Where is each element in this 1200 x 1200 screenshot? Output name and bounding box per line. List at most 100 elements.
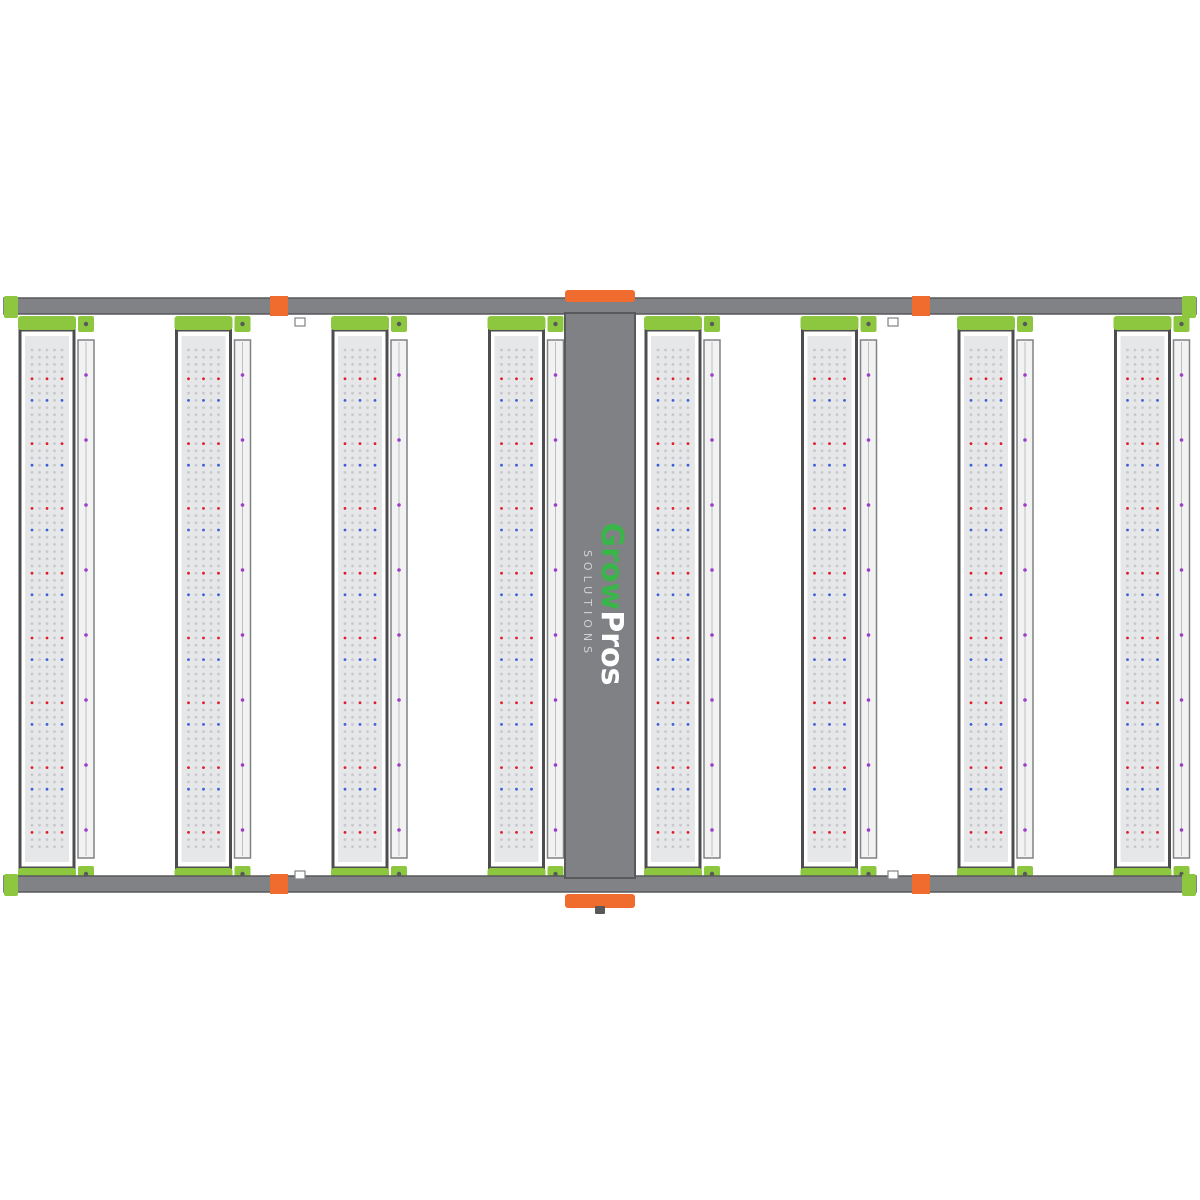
led-chip xyxy=(1148,427,1152,431)
led-chip xyxy=(843,715,846,719)
led-chip xyxy=(1126,672,1129,676)
led-chip xyxy=(992,744,995,748)
led-chip xyxy=(977,507,980,510)
led-chip xyxy=(522,564,526,568)
led-chip xyxy=(686,543,690,546)
led-chip xyxy=(671,535,675,539)
led-chip xyxy=(656,795,660,798)
led-chip xyxy=(522,615,526,618)
led-chip xyxy=(202,751,205,755)
led-chip xyxy=(217,802,220,805)
led-chip xyxy=(828,427,831,431)
led-chip xyxy=(835,708,839,712)
led-chip xyxy=(679,744,682,748)
led-chip xyxy=(1148,701,1152,705)
led-chip xyxy=(45,485,49,489)
led-chip xyxy=(679,463,682,467)
led-chip xyxy=(984,737,988,741)
screw xyxy=(1179,321,1184,327)
led-chip xyxy=(1156,759,1159,762)
led-chip xyxy=(1133,687,1137,690)
led-chip xyxy=(999,622,1003,625)
led-chip xyxy=(53,845,56,849)
led-chip xyxy=(1156,499,1159,503)
led-chip xyxy=(30,701,34,705)
led-chip xyxy=(522,449,526,453)
led-chip xyxy=(835,701,839,705)
led-chip xyxy=(664,780,667,784)
led-chip xyxy=(366,528,369,532)
led-chip xyxy=(664,629,667,633)
led-chip xyxy=(999,557,1003,561)
led-chip xyxy=(522,845,526,849)
led-chip xyxy=(1133,766,1137,769)
led-chip xyxy=(1141,535,1144,539)
led-chip xyxy=(351,665,354,669)
led-chip xyxy=(671,636,675,640)
led-chip xyxy=(53,442,56,445)
led-chip xyxy=(53,399,56,402)
led-chip xyxy=(992,787,995,791)
led-chip xyxy=(984,665,988,669)
led-chip xyxy=(813,564,816,568)
led-chip xyxy=(38,823,41,827)
led-chip xyxy=(38,679,41,683)
led-chip xyxy=(679,557,682,561)
led-chip xyxy=(813,521,816,525)
led-chip xyxy=(500,507,503,510)
led-chip xyxy=(984,787,988,791)
top-end-cap xyxy=(174,316,233,330)
led-chip xyxy=(366,593,369,597)
led-chip xyxy=(828,435,831,438)
led-chip xyxy=(38,780,41,784)
led-chip xyxy=(1133,629,1137,633)
led-chip xyxy=(366,723,369,726)
led-chip xyxy=(999,672,1003,676)
led-chip xyxy=(656,658,660,661)
led-chip xyxy=(60,744,64,748)
led-chip xyxy=(828,586,831,589)
led-chip xyxy=(38,406,41,409)
led-chip xyxy=(217,391,220,395)
led-chip xyxy=(656,715,660,719)
led-chip xyxy=(969,499,973,503)
led-chip xyxy=(1156,435,1159,438)
led-chip xyxy=(1141,399,1144,402)
led-chip xyxy=(1126,744,1129,748)
led-chip xyxy=(30,370,34,373)
led-chip xyxy=(522,751,526,755)
led-chip xyxy=(373,413,377,417)
led-chip xyxy=(828,406,831,409)
led-chip xyxy=(984,838,988,841)
led-chip xyxy=(828,816,831,820)
led-chip xyxy=(977,471,980,474)
led-chip xyxy=(507,363,511,366)
led-chip xyxy=(1148,651,1152,654)
led-chip xyxy=(515,557,518,561)
led-chip xyxy=(515,715,518,719)
led-chip xyxy=(351,377,354,381)
led-chip xyxy=(217,442,220,445)
led-chip xyxy=(530,694,533,697)
led-chip xyxy=(194,449,198,453)
led-chip xyxy=(984,528,988,532)
led-chip xyxy=(373,406,377,409)
led-chip xyxy=(686,521,690,525)
led-chip xyxy=(1126,463,1129,467)
uv-led xyxy=(710,698,714,702)
led-chip xyxy=(194,759,198,762)
led-chip xyxy=(969,528,973,532)
led-chip xyxy=(202,377,205,381)
led-chip xyxy=(686,694,690,697)
led-chip xyxy=(53,420,56,424)
led-chip xyxy=(1126,607,1129,611)
led-chip xyxy=(1156,787,1159,791)
led-chip xyxy=(351,413,354,417)
led-chip xyxy=(984,759,988,762)
led-chip xyxy=(1141,449,1144,453)
led-chip xyxy=(30,787,34,791)
led-chip xyxy=(1133,593,1137,597)
led-chip xyxy=(977,384,980,388)
led-chip xyxy=(194,564,198,568)
led-chip xyxy=(194,492,198,496)
